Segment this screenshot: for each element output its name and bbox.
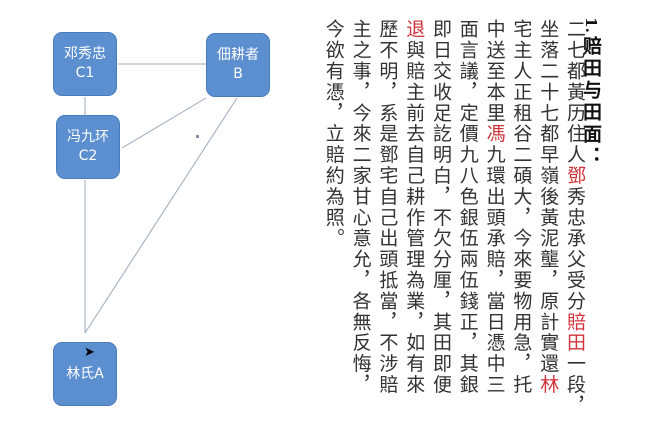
text-segment: 坐落二十七都早嶺後黃泥壟，原計實還 — [537, 19, 560, 375]
text-segment: 面言議，定價九八色銀伍兩伍錢正，其銀 — [456, 19, 479, 396]
highlighted-text: 賠田 — [564, 311, 586, 354]
heading-title: 赔田与田面： — [580, 36, 602, 168]
stray-dot — [196, 135, 199, 138]
node-a-label: 林氏A — [66, 365, 104, 382]
text-column: 面言議，定價九八色銀伍兩伍錢正，其銀 — [456, 19, 480, 424]
highlighted-text: 鄧 — [564, 165, 586, 187]
highlighted-text: 馮 — [483, 123, 506, 145]
text-column: 即日交收足訖明白，不欠分厘，其田即便 — [429, 19, 453, 424]
text-column: 今欲有憑，立賠約為照。 — [322, 19, 346, 424]
text-column: 歷不明，系是鄧宅自己出頭抵當，不涉賠 — [375, 19, 399, 424]
text-segment: 秀忠承父受分 — [564, 186, 586, 312]
node-a[interactable]: 林氏A — [53, 342, 117, 406]
section-heading: 1. 赔田与田面： — [580, 14, 602, 168]
highlighted-text: 退 — [403, 19, 426, 40]
node-b-label: 佃耕者B — [217, 47, 259, 82]
mouse-cursor-icon: ➤ — [84, 345, 95, 360]
text-column: 二七都黃历住人鄧秀忠承父受分賠田一段， — [563, 19, 587, 424]
text-segment: 今欲有憑，立賠約為照。 — [322, 19, 345, 249]
highlighted-text: 林 — [537, 374, 560, 396]
text-segment: 歷不明，系是鄧宅自己出頭抵當，不涉賠 — [376, 19, 399, 396]
text-segment: 一段， — [564, 353, 586, 417]
line-b-a — [84, 97, 238, 334]
text-segment: 與賠主前去自己耕作管理為業，如有來 — [403, 39, 426, 396]
line-c2-b — [121, 97, 207, 149]
node-b[interactable]: 佃耕者B — [206, 33, 270, 97]
text-column: 主之事，今來二家甘心意允，各無反悔， — [349, 19, 373, 424]
node-c1-label: 邓秀忠C1 — [64, 46, 106, 81]
text-segment: 宅主人正租谷二碩大，今來要物用急，托 — [510, 19, 533, 396]
text-column: 宅主人正租谷二碩大，今來要物用急，托 — [509, 19, 533, 424]
text-segment: 即日交收足訖明白，不欠分厘，其田即便 — [430, 19, 452, 396]
text-segment: 主之事，今來二家甘心意允，各無反悔， — [349, 19, 372, 396]
node-c2-label: 冯九环C2 — [67, 129, 109, 164]
node-c2[interactable]: 冯九环C2 — [56, 115, 120, 179]
text-column: 坐落二十七都早嶺後黃泥壟，原計實還林 — [536, 19, 560, 424]
text-column: 退與賠主前去自己耕作管理為業，如有來 — [402, 19, 426, 424]
text-column: 中送至本里馮九環出頭承賠，當日憑中三 — [483, 19, 507, 424]
text-segment: 九環出頭承賠，當日憑中三 — [483, 144, 506, 396]
node-c1[interactable]: 邓秀忠C1 — [53, 32, 117, 96]
text-segment: 中送至本里 — [483, 19, 506, 124]
text-segment: 二七都黃历住人 — [564, 19, 586, 166]
